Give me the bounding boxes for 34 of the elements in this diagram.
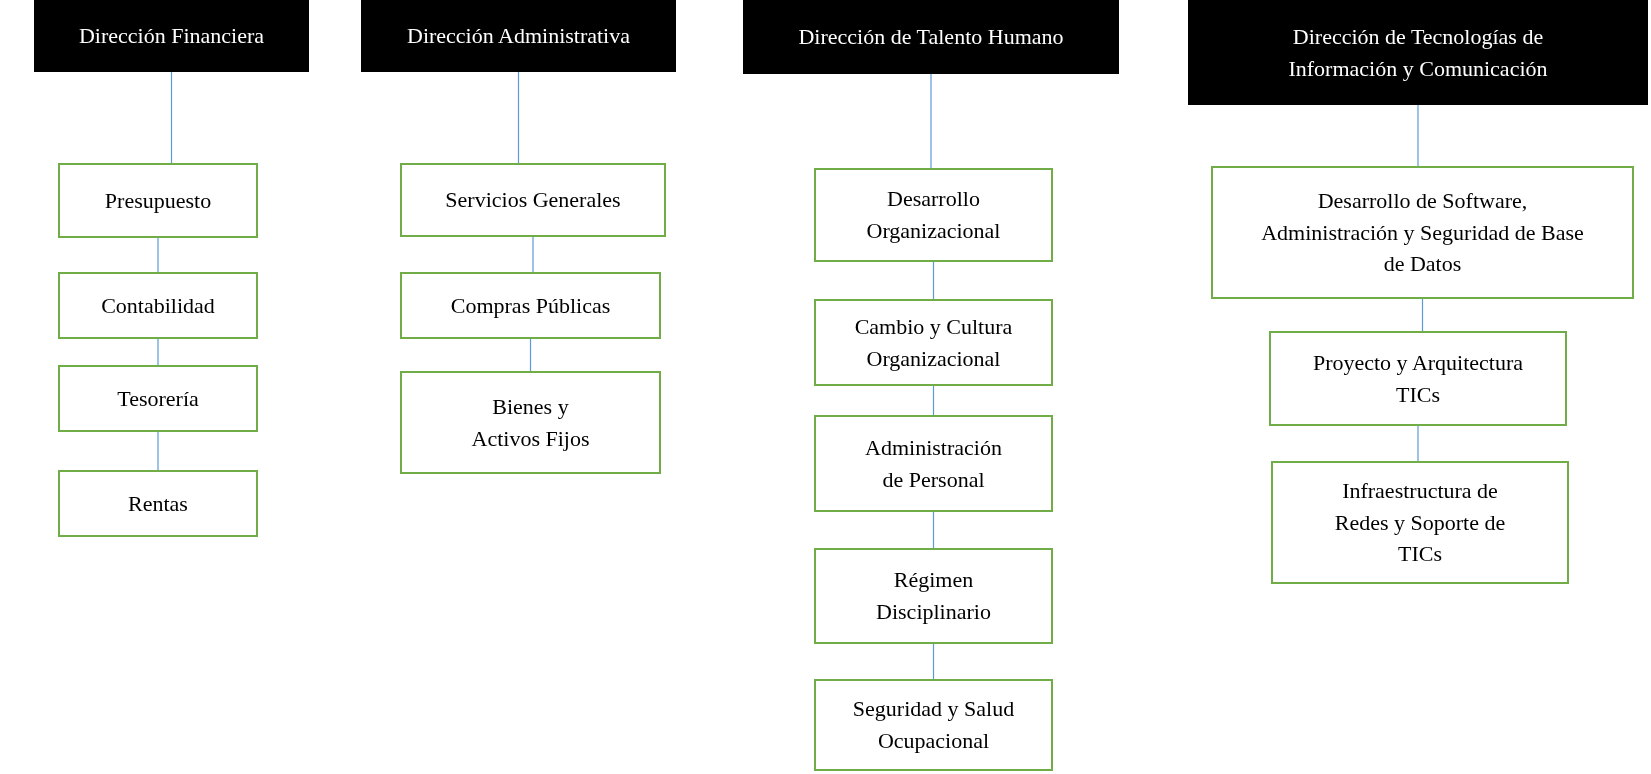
connector-line bbox=[932, 385, 935, 416]
connector-line bbox=[1421, 298, 1424, 332]
connector-line bbox=[170, 71, 173, 164]
connector-line bbox=[932, 643, 935, 680]
unit-box: Compras Públicas bbox=[400, 272, 661, 339]
unit-box: Presupuesto bbox=[58, 163, 258, 238]
unit-box: Servicios Generales bbox=[400, 163, 666, 237]
connector-line bbox=[1417, 425, 1419, 462]
header-box: Dirección de Talento Humano bbox=[743, 0, 1119, 74]
connector-line bbox=[930, 73, 932, 169]
connector-line bbox=[529, 338, 532, 372]
connector-line bbox=[517, 71, 520, 164]
connector-line bbox=[932, 261, 935, 300]
connector-line bbox=[932, 511, 935, 549]
unit-box: Régimen Disciplinario bbox=[814, 548, 1053, 644]
unit-box: Seguridad y Salud Ocupacional bbox=[814, 679, 1053, 771]
unit-box: Infraestructura de Redes y Soporte de TICs bbox=[1271, 461, 1569, 584]
connector-line bbox=[1417, 104, 1419, 167]
unit-box: Desarrollo Organizacional bbox=[814, 168, 1053, 262]
connector-line bbox=[532, 236, 534, 273]
header-box: Dirección Financiera bbox=[34, 0, 309, 72]
unit-box: Desarrollo de Software, Administración y Seguridad de Base de Datos bbox=[1211, 166, 1634, 299]
unit-box: Proyecto y Arquitectura TICs bbox=[1269, 331, 1567, 426]
connector-line bbox=[157, 338, 159, 366]
connector-line bbox=[157, 431, 159, 471]
unit-box: Tesorería bbox=[58, 365, 258, 432]
unit-box: Contabilidad bbox=[58, 272, 258, 339]
unit-box: Administración de Personal bbox=[814, 415, 1053, 512]
unit-box: Cambio y Cultura Organizacional bbox=[814, 299, 1053, 386]
header-box: Dirección de Tecnologías de Información y Comunicación bbox=[1188, 0, 1648, 105]
unit-box: Bienes y Activos Fijos bbox=[400, 371, 661, 474]
unit-box: Rentas bbox=[58, 470, 258, 537]
header-box: Dirección Administrativa bbox=[361, 0, 676, 72]
connector-line bbox=[157, 237, 159, 273]
